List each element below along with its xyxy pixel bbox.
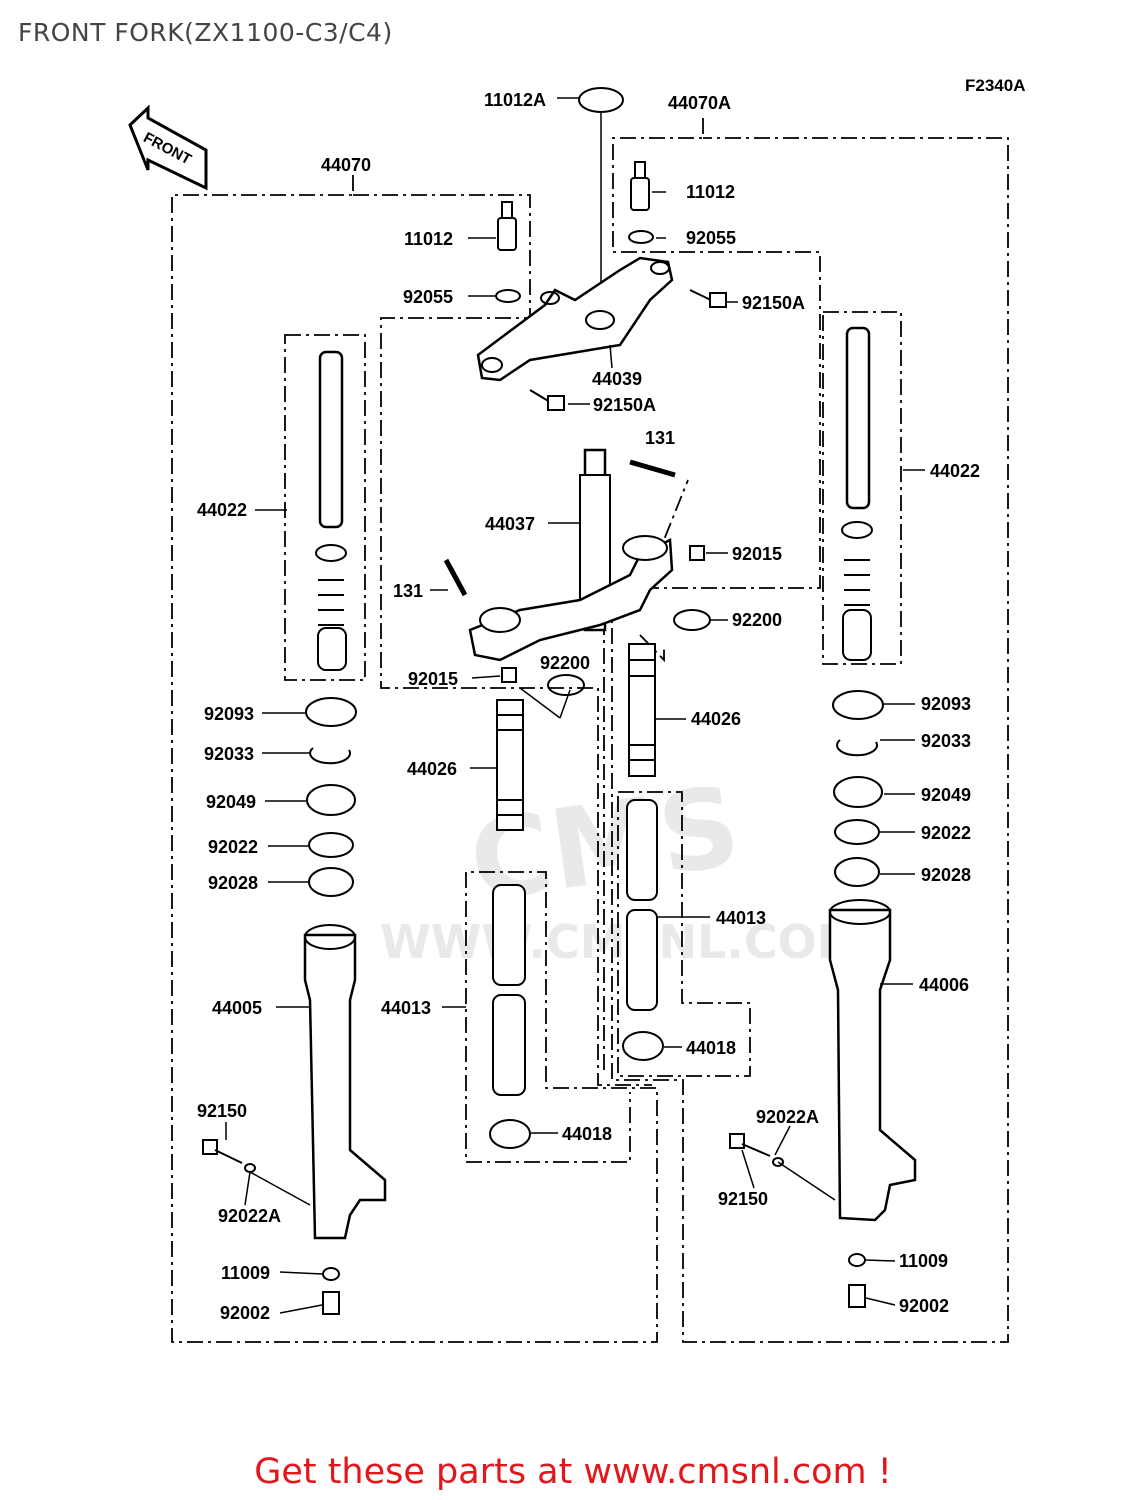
part-label-92002-right: 92002 (899, 1296, 950, 1316)
part-label-11009-right: 11009 (899, 1251, 949, 1271)
part-label-44006: 44006 (919, 975, 970, 995)
part-label-11012-left: 11012 (404, 229, 454, 249)
part-label-92055-right: 92055 (686, 228, 737, 248)
part-label-44026-left: 44026 (407, 759, 458, 779)
part-label-44026-right: 44026 (691, 709, 742, 729)
part-label-44018-left: 44018 (562, 1124, 613, 1144)
part-label-92055-left: 92055 (403, 287, 454, 307)
part-label-44070: 44070 (321, 155, 372, 175)
part-label-92022-left: 92022 (208, 837, 259, 857)
spring-44026-right-icon (628, 643, 656, 777)
cylinder-44013-right-icon (626, 799, 658, 1011)
bolt-92150a-upper-icon (689, 289, 727, 308)
part-label-131-left: 131 (393, 581, 424, 601)
part-label-92093-right: 92093 (921, 694, 972, 714)
air-valve-right-icon (630, 161, 650, 211)
part-label-11012a: 11012A (484, 90, 547, 110)
fork-tube-right-icon (841, 326, 873, 661)
part-label-92049-left: 92049 (206, 792, 257, 812)
nut-92015-center-icon (501, 667, 517, 683)
part-label-92028-right: 92028 (921, 865, 972, 885)
part-label-44013-left: 44013 (381, 998, 432, 1018)
part-label-44018-right: 44018 (686, 1038, 737, 1058)
bolt-92150-right-icon (729, 1133, 771, 1157)
part-label-92150-left: 92150 (197, 1101, 248, 1121)
upper-bracket-icon (476, 256, 674, 382)
page-title: FRONT FORK(ZX1100-C3/C4) (18, 18, 393, 47)
part-label-44005: 44005 (212, 998, 263, 1018)
part-label-92150a-center: 92150A (593, 395, 657, 415)
cylinder-44013-center-icon (492, 884, 526, 1096)
part-label-92200-right: 92200 (732, 610, 783, 630)
bolt-92150-left-icon (202, 1139, 243, 1164)
fork-tube-left-icon (315, 350, 347, 671)
screw-92002-left-icon (322, 1291, 340, 1315)
part-label-11012-right: 11012 (686, 182, 736, 202)
steering-stem-icon (468, 448, 674, 662)
part-label-44039: 44039 (592, 369, 643, 389)
part-label-92200-center: 92200 (540, 653, 591, 673)
part-label-44037: 44037 (485, 514, 536, 534)
part-label-92150a-right: 92150A (742, 293, 806, 313)
part-label-92002-left: 92002 (220, 1303, 271, 1323)
bolt-131-left-icon (443, 558, 468, 597)
part-label-92015-center: 92015 (408, 669, 459, 689)
watermark-url: WWW.CMSNL.COM (380, 915, 863, 969)
part-label-44022-right: 44022 (930, 461, 981, 481)
part-label-92033-left: 92033 (204, 744, 255, 764)
part-label-92022a-right: 92022A (756, 1107, 820, 1127)
outer-tube-left-icon (303, 924, 387, 1240)
front-arrow-icon: FRONT (128, 104, 208, 191)
part-label-92028-left: 92028 (208, 873, 259, 893)
figure-code: F2340A (965, 76, 1026, 95)
bolt-131-top-icon (629, 459, 676, 478)
nut-92015-right-icon (689, 545, 705, 561)
outer-tube-right-icon (828, 899, 917, 1222)
part-label-44022-left: 44022 (197, 500, 248, 520)
part-label-92150-right: 92150 (718, 1189, 769, 1209)
part-label-92033-right: 92033 (921, 731, 972, 751)
part-label-92093-left: 92093 (204, 704, 255, 724)
part-label-92049-right: 92049 (921, 785, 972, 805)
bolt-92150a-lower-icon (529, 389, 565, 411)
screw-92002-right-icon (848, 1284, 866, 1308)
spring-44026-center-icon (496, 699, 524, 831)
part-label-131-top: 131 (645, 428, 676, 448)
part-label-92022-right: 92022 (921, 823, 972, 843)
part-label-44070a: 44070A (668, 93, 732, 113)
part-label-92015-right: 92015 (732, 544, 783, 564)
air-valve-left-icon (497, 201, 517, 251)
part-label-11009-left: 11009 (221, 1263, 271, 1283)
get-parts-link[interactable]: Get these parts at www.cmsnl.com ! (254, 1452, 892, 1492)
part-label-44013-right: 44013 (716, 908, 767, 928)
part-label-92022a-left: 92022A (218, 1206, 282, 1226)
